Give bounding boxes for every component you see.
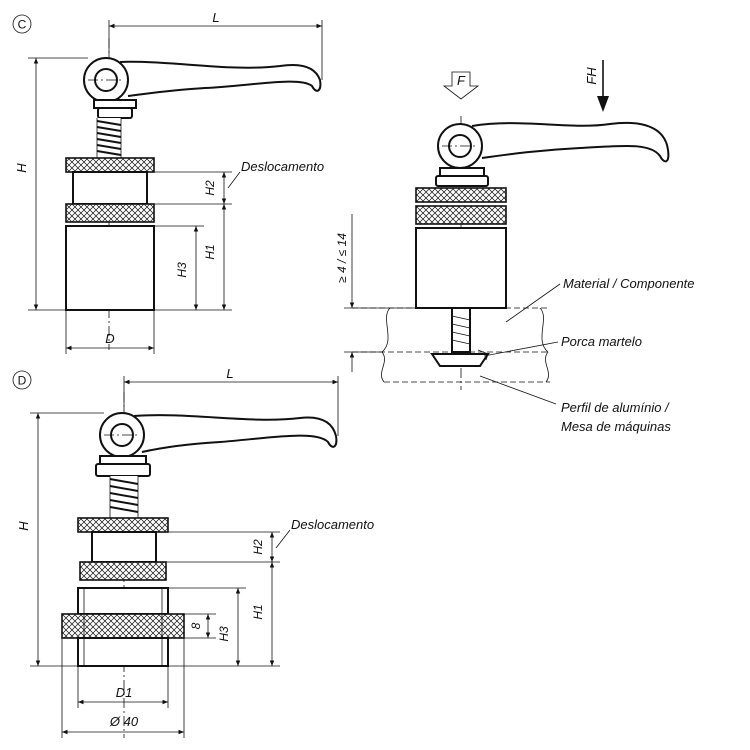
view-c-callout-shift-label: Deslocamento [241, 159, 324, 174]
view-d-callout-shift: Deslocamento [275, 517, 374, 549]
view-d-knurled-flange [61, 613, 185, 639]
mounting-screw [451, 307, 471, 353]
view-d-lever-handle [133, 414, 338, 453]
view-c-lever-handle [119, 60, 322, 97]
view-d-dim-H3-label: H3 [217, 626, 231, 642]
force-F-arrow: F [442, 71, 480, 100]
view-c-body [65, 225, 155, 311]
dim-thickness: ≥ 4 / ≤ 14 [335, 214, 416, 372]
view-c-dim-stack: H2 H1 H3 [154, 171, 232, 311]
mounting-knurled-ring-bottom [415, 205, 507, 225]
view-d-marker: D [12, 370, 32, 390]
mounting-knurled-ring-top [415, 187, 507, 203]
view-d-dim-D1: D1 [77, 666, 169, 708]
view-d-dim-stack: H2 H1 H3 8 [166, 531, 280, 667]
view-c-dim-L: L [108, 10, 323, 80]
view-d-dim-L: L [123, 366, 339, 436]
mounting-cap [435, 175, 489, 187]
view-c-dim-H: H [14, 57, 88, 311]
mounting-view: F FH [335, 60, 695, 434]
view-d-knurled-ring-top [77, 517, 169, 533]
view-c-dim-H-label: H [14, 163, 29, 173]
view-d-thread-lower [77, 637, 169, 667]
dim-thickness-label: ≥ 4 / ≤ 14 [335, 233, 349, 283]
view-c-dim-D: D [65, 310, 155, 354]
view-d-dim-dia40: Ø 40 [61, 638, 185, 738]
label-nut: Porca martelo [561, 334, 642, 349]
view-d-dim-H1-label: H1 [251, 604, 265, 619]
label-profile-line2: Mesa de máquinas [561, 419, 671, 434]
label-material: Material / Componente [563, 276, 695, 291]
callout-profile: Perfil de alumínio / Mesa de máquinas [479, 375, 671, 434]
view-d-thread-upper [77, 587, 169, 615]
view-c-washer [93, 99, 137, 109]
force-FH-label: FH [584, 67, 599, 85]
force-F-label: F [457, 73, 466, 88]
view-d-dim-8-label: 8 [189, 622, 203, 629]
view-c-spring [96, 118, 122, 158]
view-d-dim-L-label: L [226, 366, 233, 381]
view-d-dim-dia40-label: Ø 40 [109, 714, 139, 729]
label-profile-line1: Perfil de alumínio / [561, 400, 670, 415]
view-c-callout-shift: Deslocamento [227, 159, 324, 189]
view-d-marker-letter: D [18, 374, 27, 388]
view-c-knurled-ring-bottom [65, 203, 155, 223]
view-d-dim-D1-label: D1 [116, 685, 133, 700]
callout-material: Material / Componente [505, 276, 695, 323]
view-c-knurled-ring-top [65, 157, 155, 173]
view-c-neck [72, 171, 148, 205]
force-FH-arrow: FH [584, 60, 609, 112]
view-c-dim-H3-label: H3 [175, 262, 189, 278]
view-d-dim-H2-label: H2 [251, 539, 265, 555]
view-d-callout-shift-label: Deslocamento [291, 517, 374, 532]
aluminium-profile [381, 351, 550, 383]
view-d-neck [91, 531, 157, 563]
view-c: C L [12, 10, 324, 354]
view-c-marker: C [12, 14, 32, 34]
view-d-dim-H-label: H [16, 521, 31, 531]
view-c-dim-D-label: D [105, 331, 114, 346]
mounting-body [415, 227, 507, 309]
hammer-nut [430, 353, 490, 367]
view-c-dim-H2-label: H2 [203, 180, 217, 196]
view-d-knurled-ring-middle [79, 561, 167, 581]
callout-nut: Porca martelo [483, 334, 642, 357]
view-d-spring [109, 476, 139, 518]
view-d-dim-H: H [16, 412, 104, 667]
view-c-dim-H1-label: H1 [203, 244, 217, 259]
mounting-lever-handle [471, 121, 670, 163]
view-c-cap [97, 107, 133, 119]
view-d-cap [95, 463, 151, 477]
view-c-dim-L-label: L [212, 10, 219, 25]
view-d: D [12, 366, 374, 738]
view-c-marker-letter: C [18, 18, 27, 32]
